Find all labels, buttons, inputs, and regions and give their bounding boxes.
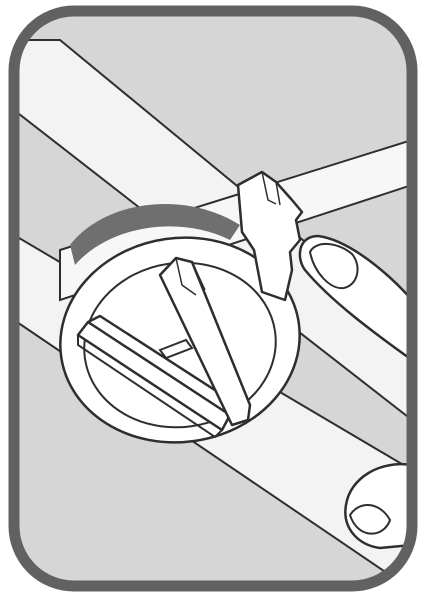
illustration-canvas: [0, 0, 425, 597]
installation-illustration: [0, 0, 425, 597]
